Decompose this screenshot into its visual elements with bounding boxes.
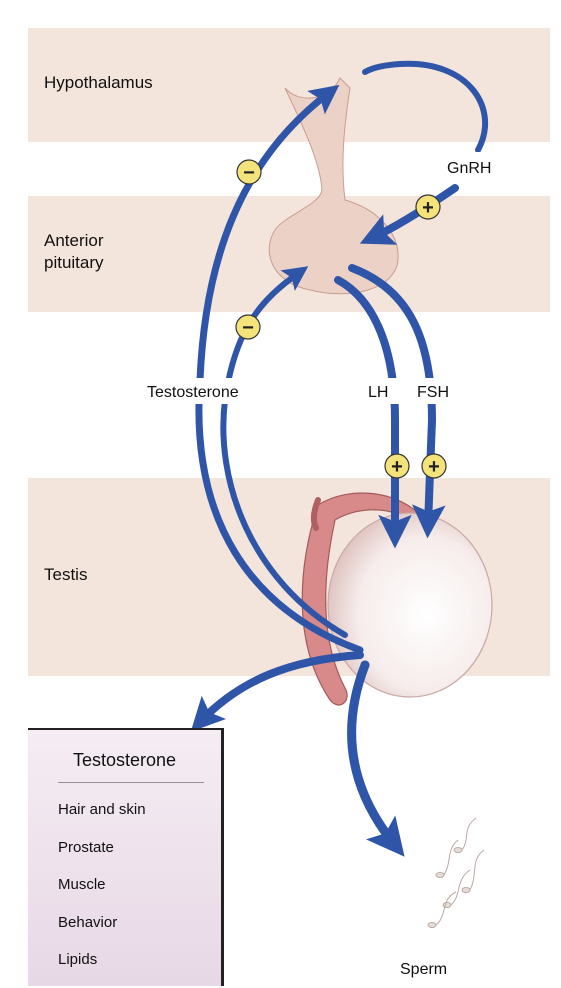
svg-text:+: + (422, 197, 434, 219)
sperm-cells (428, 818, 484, 928)
positive-sign-lh: + (385, 454, 409, 478)
svg-text:+: + (391, 456, 403, 478)
effect-item: Hair and skin (58, 800, 146, 838)
effects-title: Testosterone (28, 750, 221, 771)
effect-item: Behavior (58, 913, 146, 951)
effect-item: Muscle (58, 875, 146, 913)
gnrh-label: GnRH (447, 160, 491, 177)
svg-text:−: − (242, 317, 254, 339)
lh-label: LH (368, 384, 388, 401)
effect-item: Prostate (58, 838, 146, 876)
gnrh-arrow (372, 188, 455, 238)
testosterone-label: Testosterone (147, 384, 239, 401)
positive-sign-fsh: + (422, 454, 446, 478)
fsh-label: FSH (417, 384, 449, 401)
sperm-label: Sperm (400, 961, 447, 978)
testis-organ (328, 513, 492, 697)
positive-sign-gnrh: + (416, 195, 440, 219)
hypothalamus-stalk (269, 78, 398, 294)
hypothalamus-loop-arrow (365, 64, 485, 150)
testosterone-effects-box: Testosterone Hair and skin Prostate Musc… (28, 728, 224, 986)
negative-sign-hypothalamus: − (237, 160, 261, 184)
svg-text:+: + (428, 456, 440, 478)
effect-item: Lipids (58, 950, 146, 988)
svg-text:−: − (243, 162, 255, 184)
effects-list: Hair and skin Prostate Muscle Behavior L… (58, 800, 146, 988)
negative-sign-pituitary: − (236, 315, 260, 339)
effects-divider (58, 782, 204, 783)
